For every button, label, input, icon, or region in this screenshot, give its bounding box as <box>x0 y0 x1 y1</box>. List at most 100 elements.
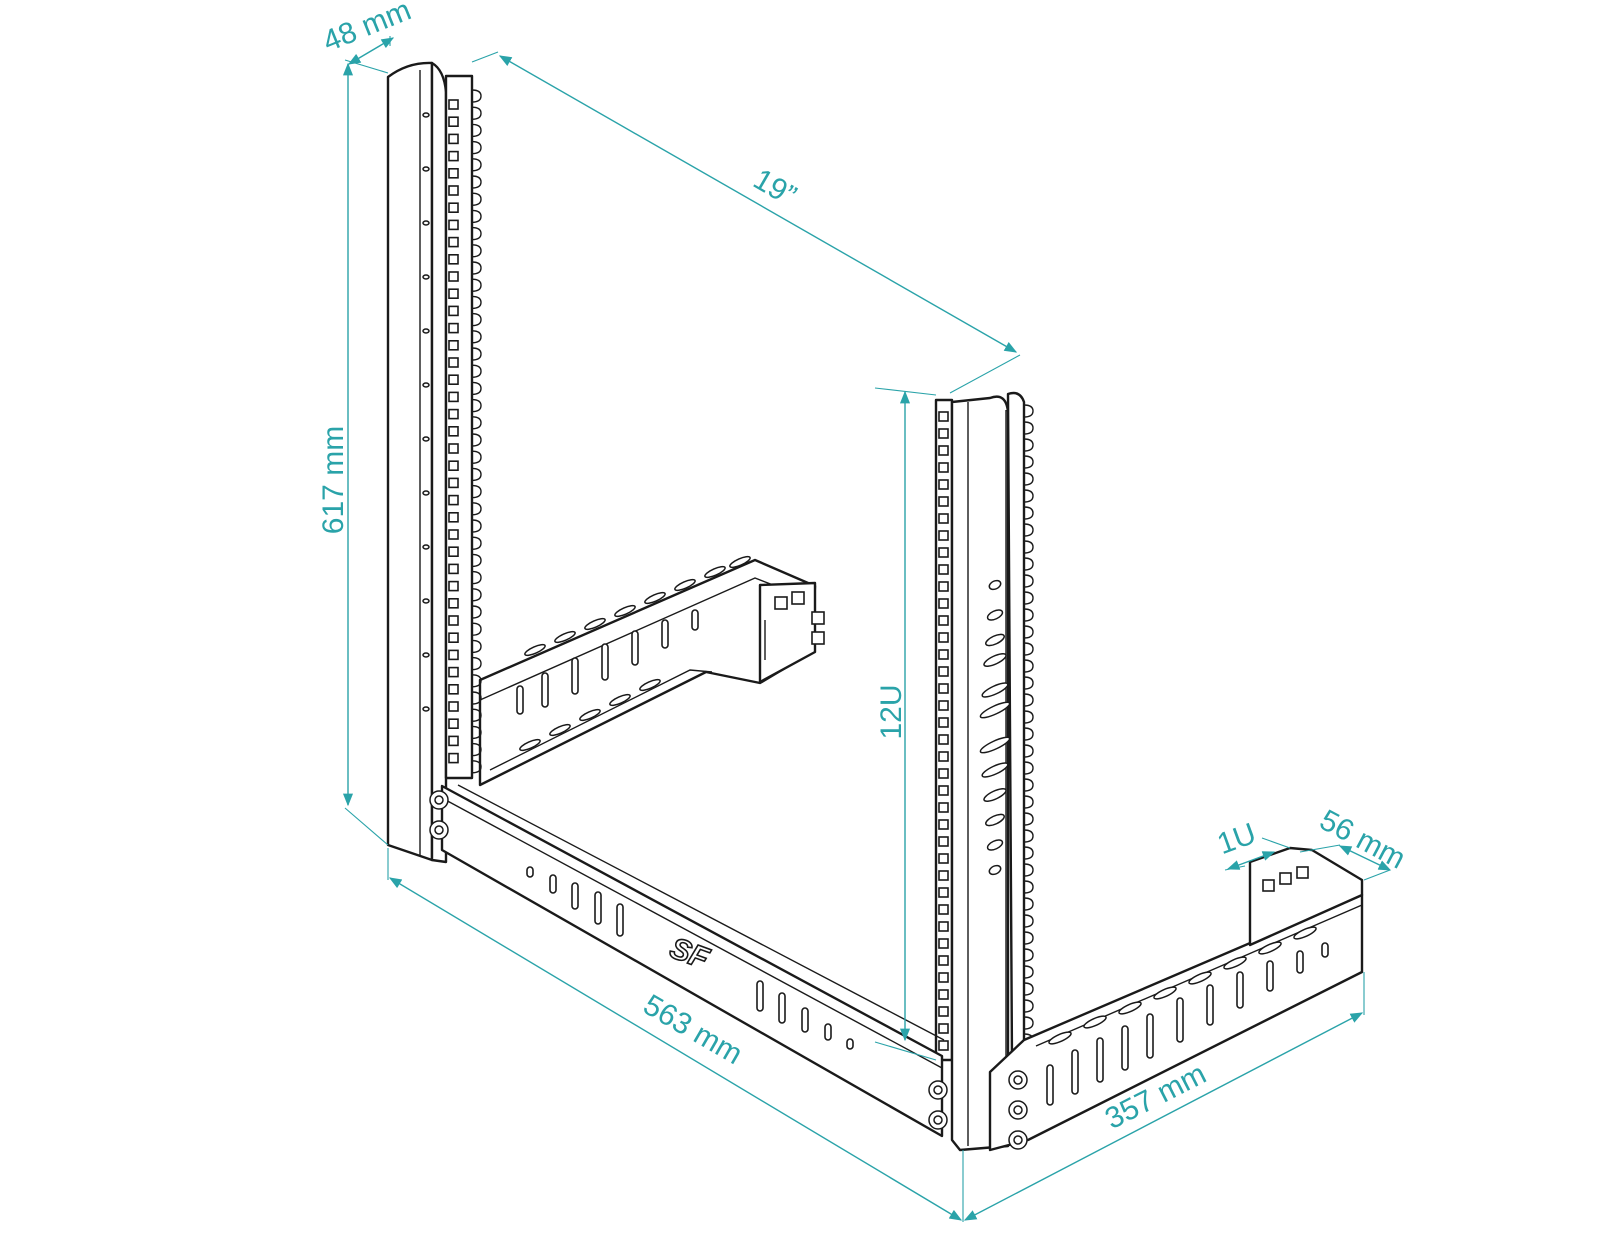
dim-label-12u: 12U <box>875 684 908 739</box>
mount-notch <box>1023 574 1034 588</box>
mount-hole <box>448 529 459 540</box>
mount-hole <box>448 133 459 145</box>
mount-notch <box>1023 829 1034 843</box>
mount-hole <box>938 768 949 779</box>
mount-notch <box>1023 897 1034 911</box>
mount-hole <box>938 411 949 422</box>
crossbar-slot-h <box>639 678 661 692</box>
mount-hole <box>938 1006 949 1017</box>
crossbar-slot-h <box>609 693 631 707</box>
mount-hole <box>448 649 459 661</box>
mount-notch <box>1023 557 1034 571</box>
crossbar-slot <box>661 619 669 649</box>
mount-hole <box>938 581 949 592</box>
mount-hole <box>938 1023 949 1034</box>
side-slot <box>985 633 1005 647</box>
mount-notch <box>471 742 482 757</box>
foot-slot-h <box>1153 986 1177 1000</box>
mount-notch <box>1023 676 1034 690</box>
rail-slot <box>526 866 534 878</box>
mount-hole <box>448 494 459 506</box>
rail-hole <box>422 490 430 496</box>
crossbar-slot-h <box>674 578 696 592</box>
mount-hole <box>938 632 949 643</box>
side-slot <box>988 579 1002 591</box>
mount-notch <box>471 123 482 138</box>
mount-notch <box>471 89 482 103</box>
mount-hole <box>938 921 949 932</box>
mount-hole <box>448 580 459 592</box>
mount-hole <box>448 597 459 609</box>
foot-slot <box>1206 984 1214 1026</box>
side-slot <box>983 653 1007 667</box>
rail-hole <box>422 436 430 442</box>
mount-hole <box>448 443 459 454</box>
mount-hole <box>938 785 949 796</box>
rail-slot <box>549 874 557 894</box>
mount-notch <box>471 140 482 155</box>
mount-notch <box>1023 421 1034 435</box>
rail-hole <box>422 220 430 226</box>
side-slot <box>988 864 1002 876</box>
mount-notch <box>471 484 482 499</box>
mount-notch <box>1023 999 1034 1013</box>
mount-notch <box>1023 659 1034 673</box>
crossbar-slot-h <box>614 604 636 618</box>
mount-hole <box>448 288 459 300</box>
crossbar-slot <box>571 657 579 695</box>
foot-slot <box>1071 1049 1079 1095</box>
mount-notch <box>471 656 482 671</box>
mount-hole <box>448 511 459 523</box>
mount-notch <box>471 209 482 224</box>
mount-notch <box>1023 812 1034 826</box>
mount-notch <box>471 381 482 396</box>
mount-hole <box>938 479 949 490</box>
mount-hole <box>448 219 459 231</box>
mount-hole <box>448 563 459 575</box>
rail-slot <box>571 882 579 910</box>
crossbar-slot <box>541 672 549 708</box>
rail-slot <box>756 980 764 1012</box>
mount-hole <box>448 477 459 489</box>
mount-notch <box>471 226 482 241</box>
mount-hole <box>448 425 459 437</box>
rail-hole <box>422 706 430 712</box>
crossbar-slot <box>516 685 524 715</box>
foot-slot-h <box>1293 926 1317 940</box>
mount-hole <box>938 445 949 456</box>
mount-notch <box>1023 965 1034 979</box>
mount-hole <box>938 428 949 439</box>
mount-hole <box>938 717 949 728</box>
mount-hole <box>448 701 459 712</box>
mount-hole <box>938 955 949 966</box>
mount-hole <box>938 530 949 541</box>
rail-slot <box>616 903 624 937</box>
mount-notch <box>1023 608 1034 622</box>
mount-hole <box>938 870 949 881</box>
mount-hole <box>448 391 459 403</box>
mount-hole <box>448 322 459 334</box>
mount-notch <box>1023 625 1034 639</box>
mount-hole <box>448 752 459 764</box>
mount-notch <box>471 519 482 533</box>
mount-notch <box>471 605 482 619</box>
mount-hole <box>938 836 949 847</box>
crossbar-slot-h <box>579 708 601 722</box>
mount-notch <box>471 278 482 292</box>
foot-slot <box>1236 971 1244 1009</box>
mount-hole <box>448 374 459 386</box>
side-slot <box>986 839 1004 851</box>
left-post <box>386 61 482 864</box>
mount-notch <box>1023 727 1034 741</box>
mount-notch <box>471 553 482 568</box>
side-slot <box>981 682 1009 698</box>
mount-hole <box>448 236 459 248</box>
mount-hole <box>448 271 459 282</box>
mount-notch <box>471 312 482 327</box>
mount-notch <box>1023 523 1034 537</box>
mount-hole <box>938 734 949 745</box>
mount-hole <box>938 904 949 915</box>
mount-notch <box>471 467 482 482</box>
rail-slot <box>778 992 786 1024</box>
